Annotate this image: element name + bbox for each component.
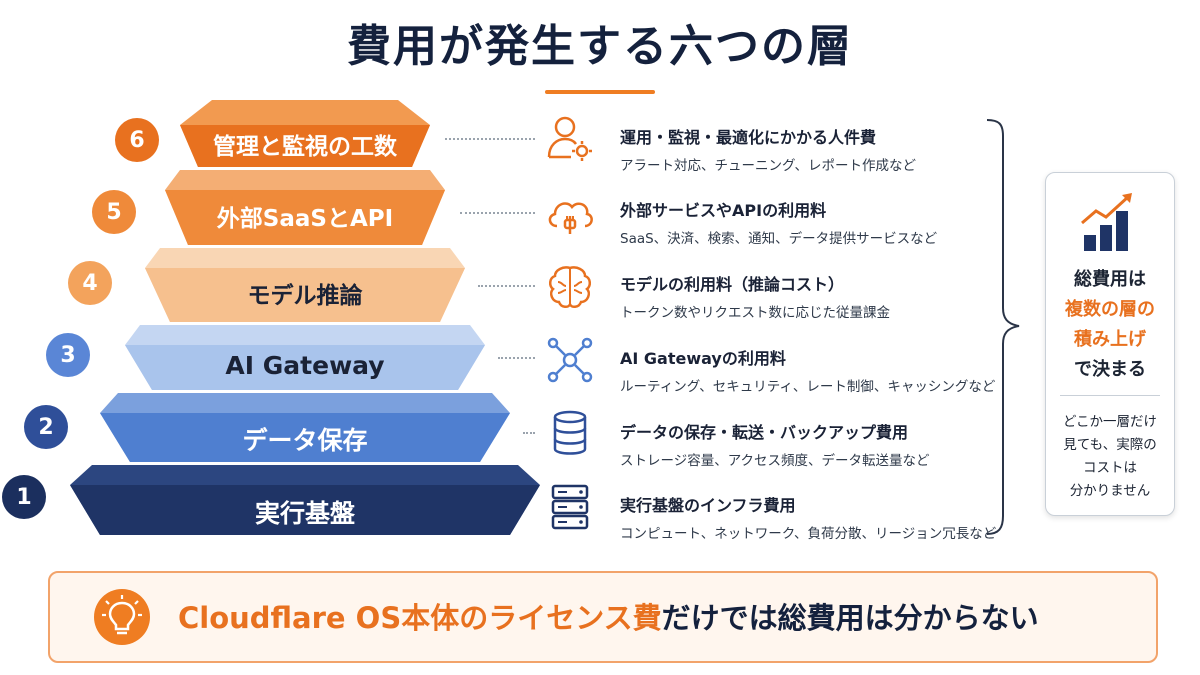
user-gear-icon <box>547 116 592 161</box>
row-sub-6: アラート対応、チューニング、レポート作成など <box>620 158 917 174</box>
summary-line-4: で決まる <box>1074 359 1146 380</box>
pyramid-layer-2: データ保存 <box>100 393 510 462</box>
row-1: 実行基盤のインフラ費用 コンピュート、ネットワーク、負荷分散、リージョン冗長など <box>620 492 996 542</box>
pyramid-layer-5: 外部SaaSとAPI <box>165 170 445 245</box>
row-title-2: データの保存・転送・バックアップ費用 <box>620 423 909 442</box>
connector-6 <box>445 138 535 140</box>
row-title-6: 運用・監視・最適化にかかる人件費 <box>620 128 877 147</box>
pyramid-layer-6: 管理と監視の工数 <box>180 100 430 167</box>
summary-line-3: 積み上げ <box>1074 329 1146 350</box>
row-5: 外部サービスやAPIの利用料 SaaS、決済、検索、通知、データ提供サービスなど <box>620 197 937 247</box>
layer-label-1: 実行基盤 <box>255 499 356 528</box>
row-sub-3: ルーティング、セキュリティ、レート制御、キャッシングなど <box>620 379 996 395</box>
row-title-1: 実行基盤のインフラ費用 <box>620 496 796 515</box>
layer-label-4: モデル推論 <box>248 282 364 309</box>
right-brace <box>986 119 1020 535</box>
database-icon <box>553 410 587 455</box>
summary-main-text: 総費用は 複数の層の 積み上げ で決まる <box>1046 265 1174 385</box>
row-6: 運用・監視・最適化にかかる人件費 アラート対応、チューニング、レポート作成など <box>620 124 916 174</box>
pyramid-layer-4: モデル推論 <box>145 248 465 322</box>
bottom-banner: Cloudflare OS本体のライセンス費だけでは総費用は分からない <box>48 571 1158 663</box>
row-4: モデルの利用料（推論コスト） トークン数やリクエスト数に応じた従量課金 <box>620 271 890 321</box>
summary-sub-3: コストは <box>1083 460 1137 476</box>
row-3: AI Gatewayの利用料 ルーティング、セキュリティ、レート制御、キャッシン… <box>620 345 995 395</box>
row-sub-1: コンピュート、ネットワーク、負荷分散、リージョン冗長など <box>620 526 997 542</box>
layer-number-4: 4 <box>68 261 112 305</box>
row-2: データの保存・転送・バックアップ費用 ストレージ容量、アクセス頻度、データ転送量… <box>620 419 930 469</box>
banner-text-highlight: Cloudflare OS本体のライセンス費 <box>178 601 662 635</box>
connector-3 <box>498 357 535 359</box>
summary-sub-text: どこか一層だけ 見ても、実際の コストは 分かりません <box>1046 411 1174 503</box>
row-title-3: AI Gatewayの利用料 <box>620 349 786 368</box>
layer-number-3: 3 <box>46 333 90 377</box>
layer-label-6: 管理と監視の工数 <box>213 133 398 160</box>
summary-divider <box>1060 395 1160 396</box>
pyramid-layer-1: 実行基盤 <box>70 465 540 535</box>
layer-number-6: 6 <box>115 118 159 162</box>
summary-box: 総費用は 複数の層の 積み上げ で決まる どこか一層だけ 見ても、実際の コスト… <box>1045 172 1175 516</box>
row-sub-4: トークン数やリクエスト数に応じた従量課金 <box>620 305 890 321</box>
summary-sub-1: どこか一層だけ <box>1062 414 1158 430</box>
row-title-4: モデルの利用料（推論コスト） <box>620 275 845 294</box>
layer-label-2: データ保存 <box>242 426 367 455</box>
row-sub-5: SaaS、決済、検索、通知、データ提供サービスなど <box>620 231 938 247</box>
summary-sub-2: 見ても、実際の <box>1063 437 1157 453</box>
network-hub-icon <box>547 337 593 383</box>
summary-line-1: 総費用は <box>1074 269 1146 290</box>
layer-label-5: 外部SaaSとAPI <box>217 205 393 232</box>
summary-line-2: 複数の層の <box>1065 299 1155 320</box>
connector-5 <box>460 212 535 214</box>
connector-4 <box>478 285 535 287</box>
pyramid-layer-3: AI Gateway <box>125 325 485 390</box>
cloud-plug-icon <box>548 202 593 234</box>
lightbulb-icon <box>94 589 150 645</box>
row-title-5: 外部サービスやAPIの利用料 <box>620 201 827 220</box>
connector-2 <box>523 432 535 434</box>
server-icon <box>551 484 589 530</box>
page-title: 費用が発生する六つの層 <box>347 21 853 72</box>
layer-number-2: 2 <box>24 405 68 449</box>
title-underline <box>545 90 655 94</box>
banner-text: Cloudflare OS本体のライセンス費だけでは総費用は分からない <box>178 595 1039 637</box>
layer-label-3: AI Gateway <box>225 351 384 380</box>
row-sub-2: ストレージ容量、アクセス頻度、データ転送量など <box>620 453 930 469</box>
summary-sub-4: 分かりません <box>1069 483 1151 499</box>
layer-number-1: 1 <box>2 475 46 519</box>
brain-icon <box>549 266 591 308</box>
chart-growth-icon <box>1081 193 1132 251</box>
banner-text-rest: だけでは総費用は分からない <box>661 601 1039 635</box>
layer-number-5: 5 <box>92 190 136 234</box>
